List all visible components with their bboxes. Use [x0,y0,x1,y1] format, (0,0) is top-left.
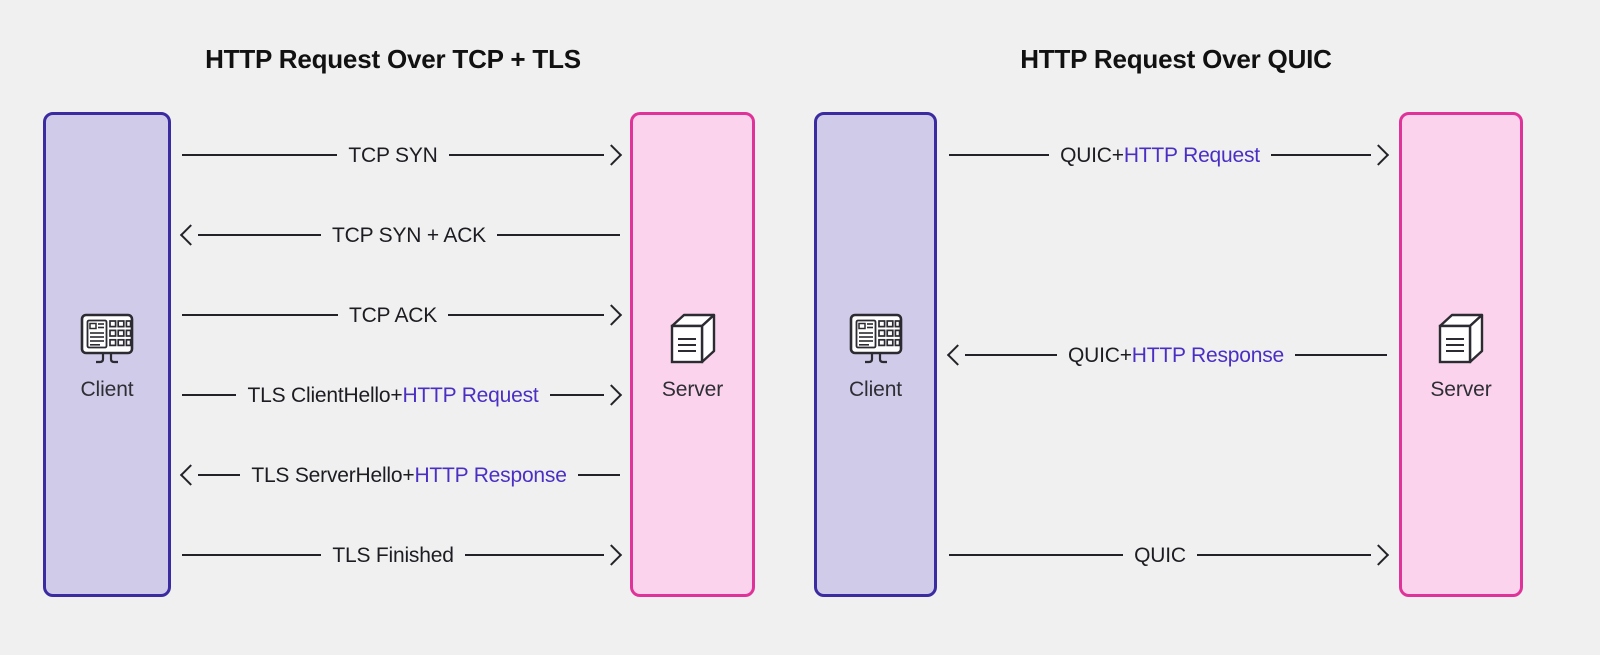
message-line [198,218,321,252]
message-line [182,298,338,332]
lifeline-label-server: Server [661,377,724,401]
lifeline-server-tcp-tls: Server [630,112,755,597]
arrow-right-icon [604,138,620,172]
message-row: QUIC [949,538,1387,572]
message-line [1271,138,1371,172]
arrow-right-icon [1371,138,1387,172]
message-line [182,538,321,572]
message-row: QUIC+HTTP Request [949,138,1387,172]
server-box-icon [662,308,724,370]
message-label: TLS ServerHello+HTTP Response [251,463,567,487]
message-label: QUIC+HTTP Response [1068,343,1285,367]
message-line [198,458,240,492]
lifeline-label-client: Client [80,377,134,401]
message-row: TLS ServerHello+HTTP Response [182,458,620,492]
lifeline-server-quic: Server [1399,112,1523,597]
message-line [578,458,620,492]
message-row: TLS ClientHello+HTTP Request [182,378,620,412]
arrow-right-icon [604,538,620,572]
client-monitor-icon [845,308,907,370]
client-monitor-icon [76,308,138,370]
message-row: TLS Finished [182,538,620,572]
arrow-right-icon [604,378,620,412]
server-box-icon [1430,308,1492,370]
message-line [182,378,236,412]
lifeline-client-quic: Client [814,112,937,597]
message-label: QUIC [1134,543,1186,567]
panel-title-quic: HTTP Request Over QUIC [1020,44,1332,74]
message-label: TCP ACK [348,303,438,327]
message-line [550,378,604,412]
message-line [449,138,604,172]
lifeline-label-client: Client [848,377,903,401]
message-line [448,298,604,332]
message-row: TCP SYN + ACK [182,218,620,252]
message-label: TCP SYN [348,143,438,167]
message-row: TCP SYN [182,138,620,172]
message-line [949,538,1123,572]
message-row: TCP ACK [182,298,620,332]
lifeline-client-tcp-tls: Client [43,112,171,597]
arrow-right-icon [1371,538,1387,572]
message-row: QUIC+HTTP Response [949,338,1387,372]
lifeline-label-server: Server [1430,377,1492,401]
panel-title-tcp-tls: HTTP Request Over TCP + TLS [205,44,581,74]
message-line [497,218,620,252]
message-line [1295,338,1387,372]
message-label: TCP SYN + ACK [332,223,486,247]
arrow-right-icon [604,298,620,332]
message-line [182,138,337,172]
message-label: TLS ClientHello+HTTP Request [247,383,539,407]
message-line [949,138,1049,172]
arrow-left-icon [182,218,198,252]
message-label: TLS Finished [332,543,454,567]
message-line [965,338,1057,372]
arrow-left-icon [949,338,965,372]
message-line [465,538,604,572]
message-label: QUIC+HTTP Request [1060,143,1260,167]
arrow-left-icon [182,458,198,492]
message-line [1197,538,1371,572]
